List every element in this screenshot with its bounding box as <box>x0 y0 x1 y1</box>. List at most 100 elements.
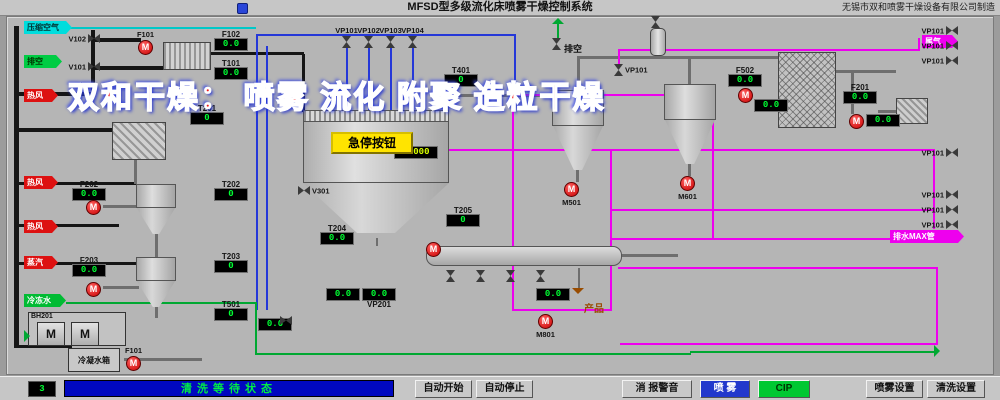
valve-label: VP101 <box>921 190 944 199</box>
pipe <box>620 343 938 345</box>
valve-icon[interactable] <box>536 270 545 282</box>
pipe <box>610 209 934 211</box>
valve-icon[interactable] <box>364 36 373 48</box>
valve-icon[interactable] <box>946 148 958 157</box>
valve-icon[interactable] <box>446 270 455 282</box>
toolbar-button-5[interactable]: 喷雾设置 <box>866 380 923 398</box>
toolbar-button-6[interactable]: 清洗设置 <box>927 380 985 398</box>
valve-VP102[interactable]: VP102 <box>357 26 380 48</box>
valve-icon[interactable] <box>651 16 660 28</box>
valve-VP101[interactable]: VP101 <box>335 26 358 48</box>
pipe <box>155 300 158 318</box>
valve-icon[interactable] <box>946 205 958 214</box>
pipe <box>448 94 554 97</box>
display-value: 0.0 <box>851 92 869 102</box>
pipe <box>878 110 898 113</box>
display-label: T401 <box>451 66 471 75</box>
pipe <box>155 228 158 258</box>
pipe <box>576 166 579 182</box>
cyclone-body <box>552 90 604 126</box>
valve-icon[interactable] <box>552 38 561 50</box>
valve-icon[interactable] <box>280 316 292 325</box>
valve-icon[interactable] <box>946 190 958 199</box>
valve-icon[interactable] <box>386 36 395 48</box>
motor-icon: M <box>680 176 695 191</box>
motor-icon: M <box>86 200 101 215</box>
valve-VP104[interactable]: VP104 <box>401 26 424 48</box>
valve-icon[interactable] <box>88 62 100 71</box>
pipe <box>446 94 449 112</box>
valve-VP101[interactable]: VP101 <box>921 41 958 50</box>
pipe <box>577 56 789 59</box>
pipe <box>103 286 139 289</box>
emergency-stop-button[interactable]: 急停按钮 <box>331 132 413 154</box>
valve-icon[interactable] <box>946 41 958 50</box>
valve-icon[interactable] <box>946 26 958 35</box>
valve-V102[interactable]: V102 <box>68 34 100 43</box>
display-value: 0.0 <box>874 115 892 125</box>
valve-VP101[interactable]: VP101 <box>921 190 958 199</box>
valve-VP103[interactable]: VP103 <box>379 26 402 48</box>
valve-VP101[interactable]: VP101 <box>921 148 958 157</box>
valve-icon[interactable] <box>342 36 351 48</box>
valve-VP101[interactable]: VP101 <box>921 56 958 65</box>
valve[interactable] <box>552 38 561 50</box>
valve-label: V102 <box>68 34 86 43</box>
valve-icon[interactable] <box>408 36 417 48</box>
display-value: 0.0 <box>222 68 240 78</box>
valve-VP101[interactable]: VP101 <box>921 26 958 35</box>
valve[interactable] <box>446 270 455 282</box>
valve-VP101[interactable]: VP101 <box>614 64 648 76</box>
display: 0.0 <box>536 288 570 301</box>
pipe <box>618 49 920 51</box>
valve-icon[interactable] <box>946 220 958 229</box>
pipe <box>256 34 258 310</box>
watermark-suffix: 喷雾 流化 附聚 造粒干燥 <box>243 79 606 116</box>
toolbar-button-4[interactable]: CIP <box>758 380 810 398</box>
valve-V101[interactable]: V101 <box>68 62 100 71</box>
valve[interactable] <box>651 16 660 28</box>
display-value: 0.0 <box>370 289 388 299</box>
display-label: VP201 <box>366 300 392 309</box>
display: 0.0 <box>326 288 360 301</box>
toolbar-button-3[interactable]: 喷 雾 <box>700 380 750 398</box>
pipe <box>936 267 938 345</box>
display-label: T101 <box>221 59 241 68</box>
valve-icon[interactable] <box>506 270 515 282</box>
valve-icon[interactable] <box>88 34 100 43</box>
electric-heater-filter <box>112 122 166 160</box>
pipe <box>256 34 516 36</box>
pipe <box>14 26 19 348</box>
valve-icon[interactable] <box>476 270 485 282</box>
display-value: 0.0 <box>266 319 284 329</box>
cyclone-center-2 <box>664 84 716 164</box>
pipe <box>91 30 95 96</box>
display-value: 0 <box>460 215 466 225</box>
fluid-bed <box>426 246 622 266</box>
valve-icon[interactable] <box>946 56 958 65</box>
display-label: F202 <box>79 180 99 189</box>
toolbar-button-1[interactable]: 自动停止 <box>476 380 533 398</box>
toolbar-button-0[interactable]: 自动开始 <box>415 380 472 398</box>
display-value: 0.0 <box>328 233 346 243</box>
toolbar-button-2[interactable]: 消 报警音 <box>622 380 692 398</box>
valve-icon[interactable] <box>614 64 623 76</box>
valve[interactable] <box>506 270 515 282</box>
valve-icon[interactable] <box>298 186 310 195</box>
valve[interactable] <box>280 316 292 325</box>
valve-VP101[interactable]: VP101 <box>921 220 958 229</box>
display-value: 0 <box>458 75 464 85</box>
valve-VP101[interactable]: VP101 <box>921 205 958 214</box>
motor-icon: M <box>849 114 864 129</box>
valve[interactable] <box>476 270 485 282</box>
valve[interactable] <box>536 270 545 282</box>
valve-V301[interactable]: V301 <box>298 186 330 195</box>
